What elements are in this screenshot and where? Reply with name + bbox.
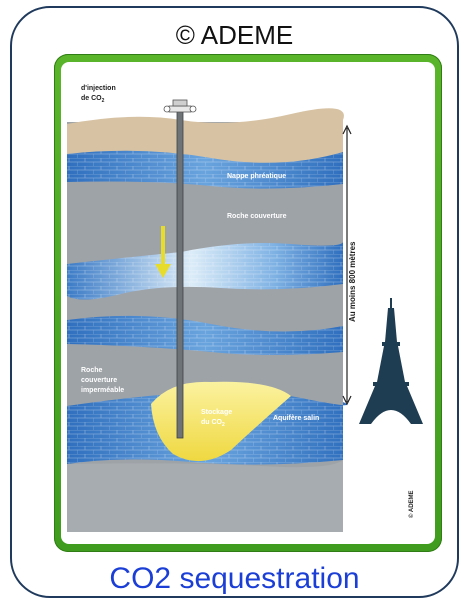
impermeable-label-line2: couverture: [81, 377, 117, 384]
diagram-frame: Au moins 800 mètres Puits d'injection de…: [54, 54, 442, 552]
water-table-label: Nappe phréatique: [227, 173, 286, 180]
saline-aquifer-label: Aquifère salin: [273, 415, 319, 422]
well-label-line3: de CO2: [81, 95, 105, 104]
down-arrow-icon: [155, 226, 171, 278]
co2-storage-plume: [151, 381, 291, 462]
storage-label-line2: du CO2: [201, 419, 225, 428]
impermeable-label-line3: imperméable: [81, 387, 124, 394]
eiffel-tower-icon: [359, 298, 423, 424]
co2-storage-diagram: Au moins 800 mètres Puits d'injection de…: [61, 62, 435, 544]
watermark-text: © ADEME: [408, 490, 415, 518]
wellhead-icon: [163, 99, 197, 113]
copyright-text: © ADEME: [175, 20, 294, 50]
impermeable-label-line1: Roche: [81, 367, 103, 374]
depth-label: Au moins 800 mètres: [348, 241, 357, 322]
well-label-line1: Puits: [81, 75, 98, 82]
injection-well-pipe: [176, 107, 184, 439]
well-label-line2: d'injection: [81, 85, 116, 92]
card: © ADEME: [10, 6, 459, 598]
storage-label-line1: Stockage: [201, 409, 232, 416]
cap-rock-label: Roche couverture: [227, 213, 287, 220]
caption-text: CO2 sequestration: [109, 562, 360, 595]
soil-layer: [67, 108, 344, 164]
depth-bracket: [342, 124, 352, 406]
